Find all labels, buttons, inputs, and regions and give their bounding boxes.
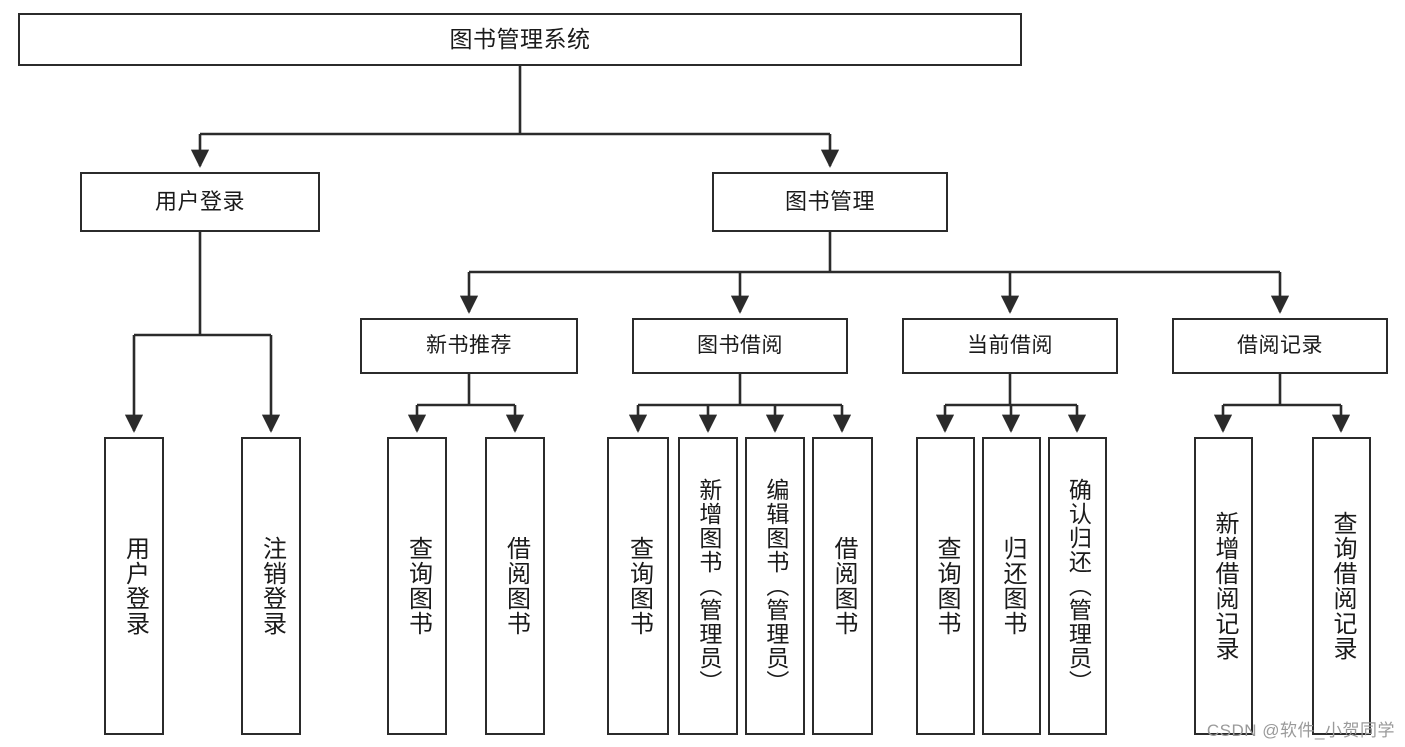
node-leaf-confirm-return-label: 确认归还（管理员）	[1065, 478, 1092, 694]
node-leaf-query-book-3[interactable]: 查询图书	[916, 437, 975, 735]
node-borrow-record[interactable]: 借阅记录	[1172, 318, 1388, 374]
node-leaf-edit-book-label: 编辑图书（管理员）	[762, 478, 789, 694]
node-root-label: 图书管理系统	[449, 25, 591, 52]
node-leaf-query-record[interactable]: 查询借阅记录	[1312, 437, 1371, 735]
node-book-borrow[interactable]: 图书借阅	[632, 318, 848, 374]
node-leaf-logout-label: 注销登录	[258, 536, 286, 636]
csdn-watermark: CSDN @软件_小贺同学	[1206, 721, 1395, 740]
node-leaf-return-book[interactable]: 归还图书	[982, 437, 1041, 735]
node-book-manage[interactable]: 图书管理	[712, 172, 948, 232]
node-leaf-add-record[interactable]: 新增借阅记录	[1194, 437, 1253, 735]
node-new-book-recommend[interactable]: 新书推荐	[360, 318, 578, 374]
node-leaf-borrow-book-2-label: 借阅图书	[829, 536, 857, 636]
node-current-borrow-label: 当前借阅	[967, 333, 1053, 357]
node-leaf-query-book-3-label: 查询图书	[932, 536, 960, 636]
node-user-login[interactable]: 用户登录	[80, 172, 320, 232]
node-book-manage-label: 图书管理	[784, 188, 875, 214]
node-leaf-user-login-label: 用户登录	[121, 536, 149, 636]
node-leaf-query-book-1[interactable]: 查询图书	[387, 437, 447, 735]
node-leaf-query-record-label: 查询借阅记录	[1328, 511, 1356, 661]
node-root[interactable]: 图书管理系统	[18, 13, 1022, 66]
node-leaf-add-record-label: 新增借阅记录	[1210, 511, 1238, 661]
node-leaf-confirm-return[interactable]: 确认归还（管理员）	[1048, 437, 1107, 735]
node-leaf-edit-book[interactable]: 编辑图书（管理员）	[745, 437, 805, 735]
node-current-borrow[interactable]: 当前借阅	[902, 318, 1118, 374]
node-leaf-borrow-book-1[interactable]: 借阅图书	[485, 437, 545, 735]
node-leaf-logout[interactable]: 注销登录	[241, 437, 301, 735]
node-user-login-label: 用户登录	[154, 188, 245, 214]
node-new-book-recommend-label: 新书推荐	[426, 333, 512, 357]
node-leaf-borrow-book-2[interactable]: 借阅图书	[812, 437, 873, 735]
node-leaf-query-book-1-label: 查询图书	[404, 536, 432, 636]
node-leaf-return-book-label: 归还图书	[998, 536, 1026, 636]
node-leaf-borrow-book-1-label: 借阅图书	[502, 536, 530, 636]
node-book-borrow-label: 图书借阅	[697, 333, 783, 357]
node-leaf-add-book-label: 新增图书（管理员）	[695, 478, 722, 694]
node-leaf-query-book-2-label: 查询图书	[625, 536, 653, 636]
node-leaf-query-book-2[interactable]: 查询图书	[607, 437, 669, 735]
node-leaf-user-login[interactable]: 用户登录	[104, 437, 164, 735]
node-borrow-record-label: 借阅记录	[1237, 333, 1323, 357]
node-leaf-add-book[interactable]: 新增图书（管理员）	[678, 437, 738, 735]
